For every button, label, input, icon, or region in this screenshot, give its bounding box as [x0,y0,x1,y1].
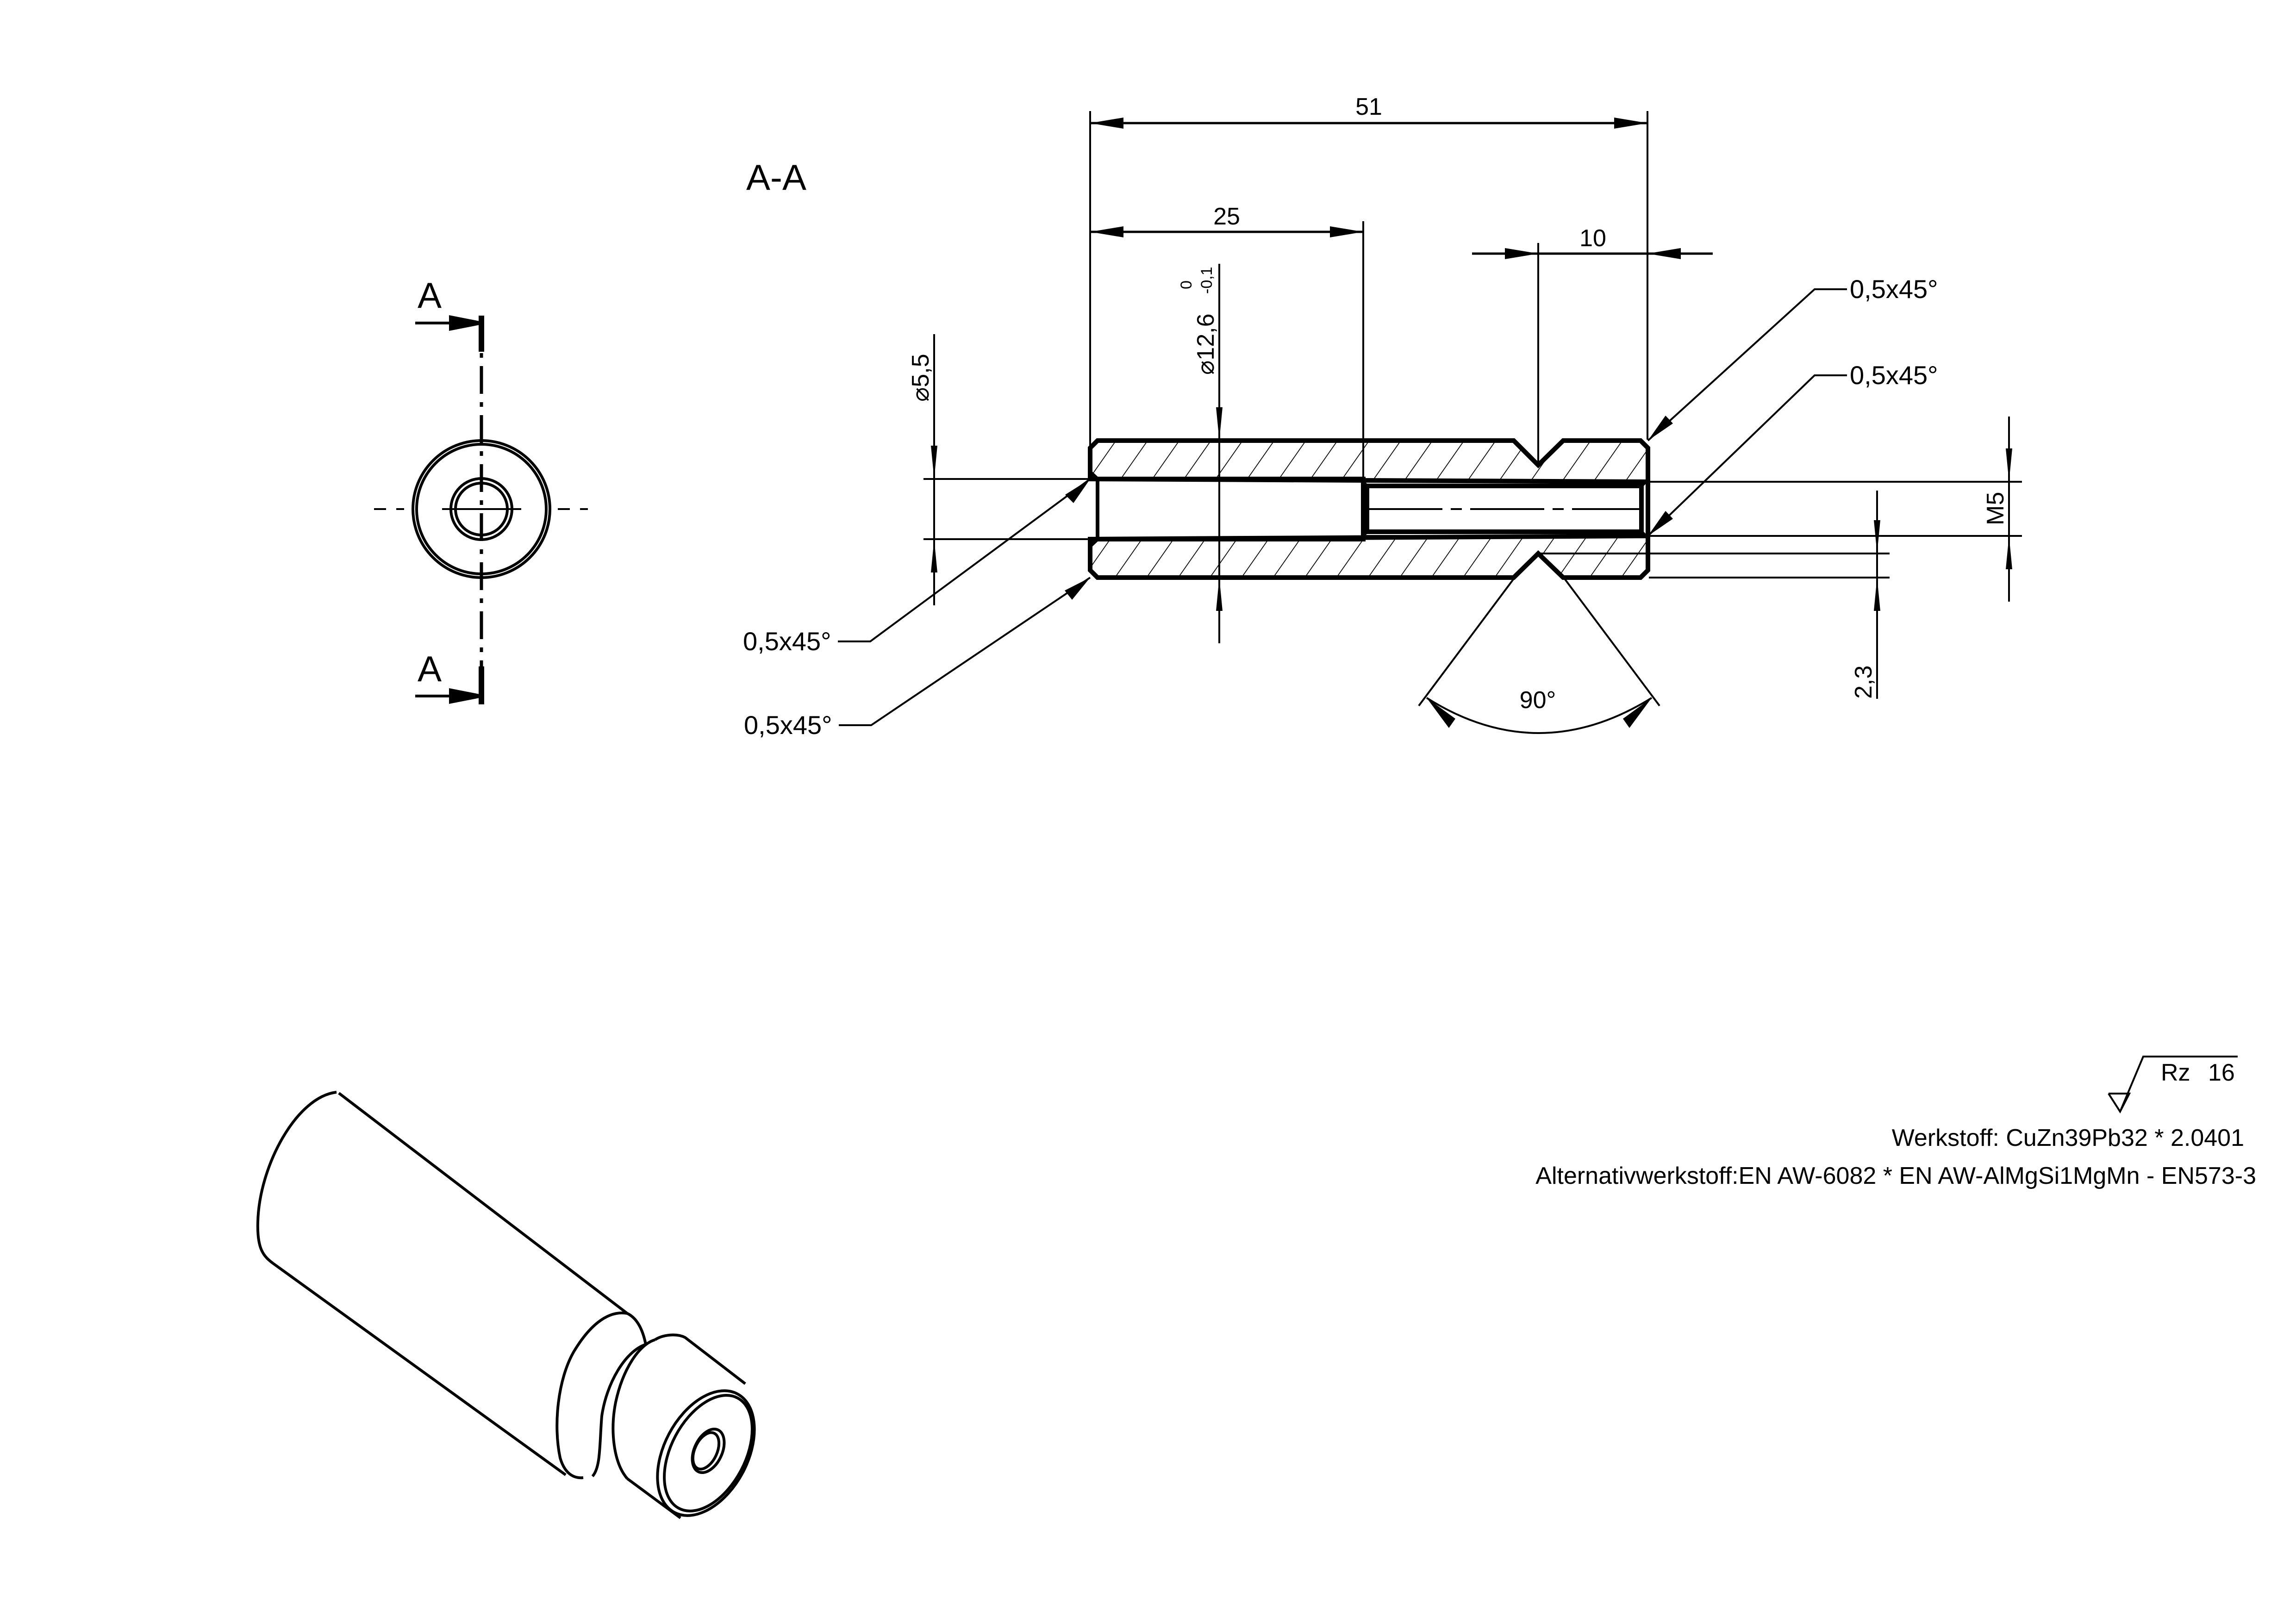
dim-10-arrow-left [1505,248,1538,259]
chamfer-label-left-outer: 0,5x45° [744,710,832,740]
angle-arrow-left [1427,698,1455,728]
dim-25-arrow-left [1090,226,1123,237]
section-view: A-A 51 25 [743,93,2022,740]
isometric-view [256,1091,756,1519]
dim-23-arrow-bottom [1874,578,1880,611]
angle-ext-left [1418,577,1516,707]
angle-ext-right [1563,577,1660,707]
iso-front-bore-inner [691,1431,721,1471]
surface-finish-value: 16 [2208,1059,2235,1086]
dim-10-text: 10 [1579,225,1606,252]
section-arrow-bottom-head [449,688,480,704]
iso-body-end-arc-back [626,1312,647,1345]
chamfer-leader-left-outer [839,577,1091,726]
iso-collar-left-arc [611,1338,655,1480]
dim-d12-arrow-bottom [1216,578,1223,611]
chamfer-label-right-thread: 0,5x45° [1850,361,1938,390]
iso-groove-arc [591,1343,647,1478]
angle-text: 90° [1520,687,1556,714]
dim-outer-diameter-tol-lower: -0,1 [1198,267,1216,294]
chamfer-label-right-outer: 0,5x45° [1850,274,1938,304]
iso-body-end-arc [555,1311,628,1480]
dim-51-text: 51 [1355,93,1382,120]
surface-finish-parameter: Rz [2161,1059,2190,1086]
chamfer-arrow-left-bore [1065,479,1090,503]
iso-front-face-outer [656,1389,756,1517]
dim-d55-arrow-top [931,446,937,479]
dim-bore-diameter-text: ⌀5,5 [907,354,934,402]
chamfer-arrow-left-outer [1065,578,1090,600]
chamfer-leader-right-outer [1647,288,1847,442]
thread-chamfer-bl [1362,530,1368,537]
dim-outer-diameter-tol-upper: 0 [1178,280,1195,289]
dim-23-arrow-top [1874,520,1880,553]
end-view: A A [374,275,588,704]
dim-25-arrow-right [1330,226,1363,237]
bore-outline [1098,477,1366,541]
bore-chamfer-top [1089,471,1099,480]
iso-body-bottom-edge [272,1262,567,1476]
section-title: A-A [746,157,806,198]
dim-outer-diameter-text: ⌀12,6 [1192,313,1219,375]
chamfer-arrow-right-thread [1648,511,1673,536]
dim-d55-arrow-bottom [931,539,937,572]
iso-body-left-end [256,1091,337,1265]
dim-m5-arrow-bottom [2006,536,2012,569]
section-arrow-top-head [449,315,480,331]
chamfer-label-left-bore: 0,5x45° [743,627,831,656]
dim-thread-text: M5 [1982,492,2009,525]
dim-m5-arrow-top [2006,448,2012,482]
dim-groove-depth-text: 2,3 [1850,665,1877,699]
dim-51-arrow-right [1614,118,1647,129]
material-primary: Werkstoff: CuZn39Pb32 * 2.0401 [1892,1125,2244,1151]
chamfer-arrow-right-outer [1648,416,1673,441]
dim-10-arrow-right [1647,248,1681,259]
section-marker-bottom-letter: A [418,648,442,689]
bore-chamfer-bottom [1089,538,1099,547]
angle-arc [1426,697,1653,734]
surface-finish-long-leg [2119,1056,2238,1112]
chamfer-leader-left-bore [838,478,1091,642]
dim-d12-arrow-top [1216,407,1223,441]
iso-body-top-edge [338,1092,628,1315]
iso-front-face-chamfer [663,1394,754,1512]
surface-finish-symbol: Rz 16 [2108,1056,2238,1114]
dim-51-arrow-left [1090,118,1123,129]
material-alternative: Alternativwerkstoff:EN AW-6082 * EN AW-A… [1535,1163,2256,1189]
dim-25-text: 25 [1213,203,1240,230]
thread-chamfer-tl [1362,481,1368,487]
section-marker-top-letter: A [418,275,442,316]
iso-collar-top [654,1333,746,1385]
angle-arrow-right [1623,698,1652,728]
chamfer-leader-right-thread [1647,374,1847,537]
